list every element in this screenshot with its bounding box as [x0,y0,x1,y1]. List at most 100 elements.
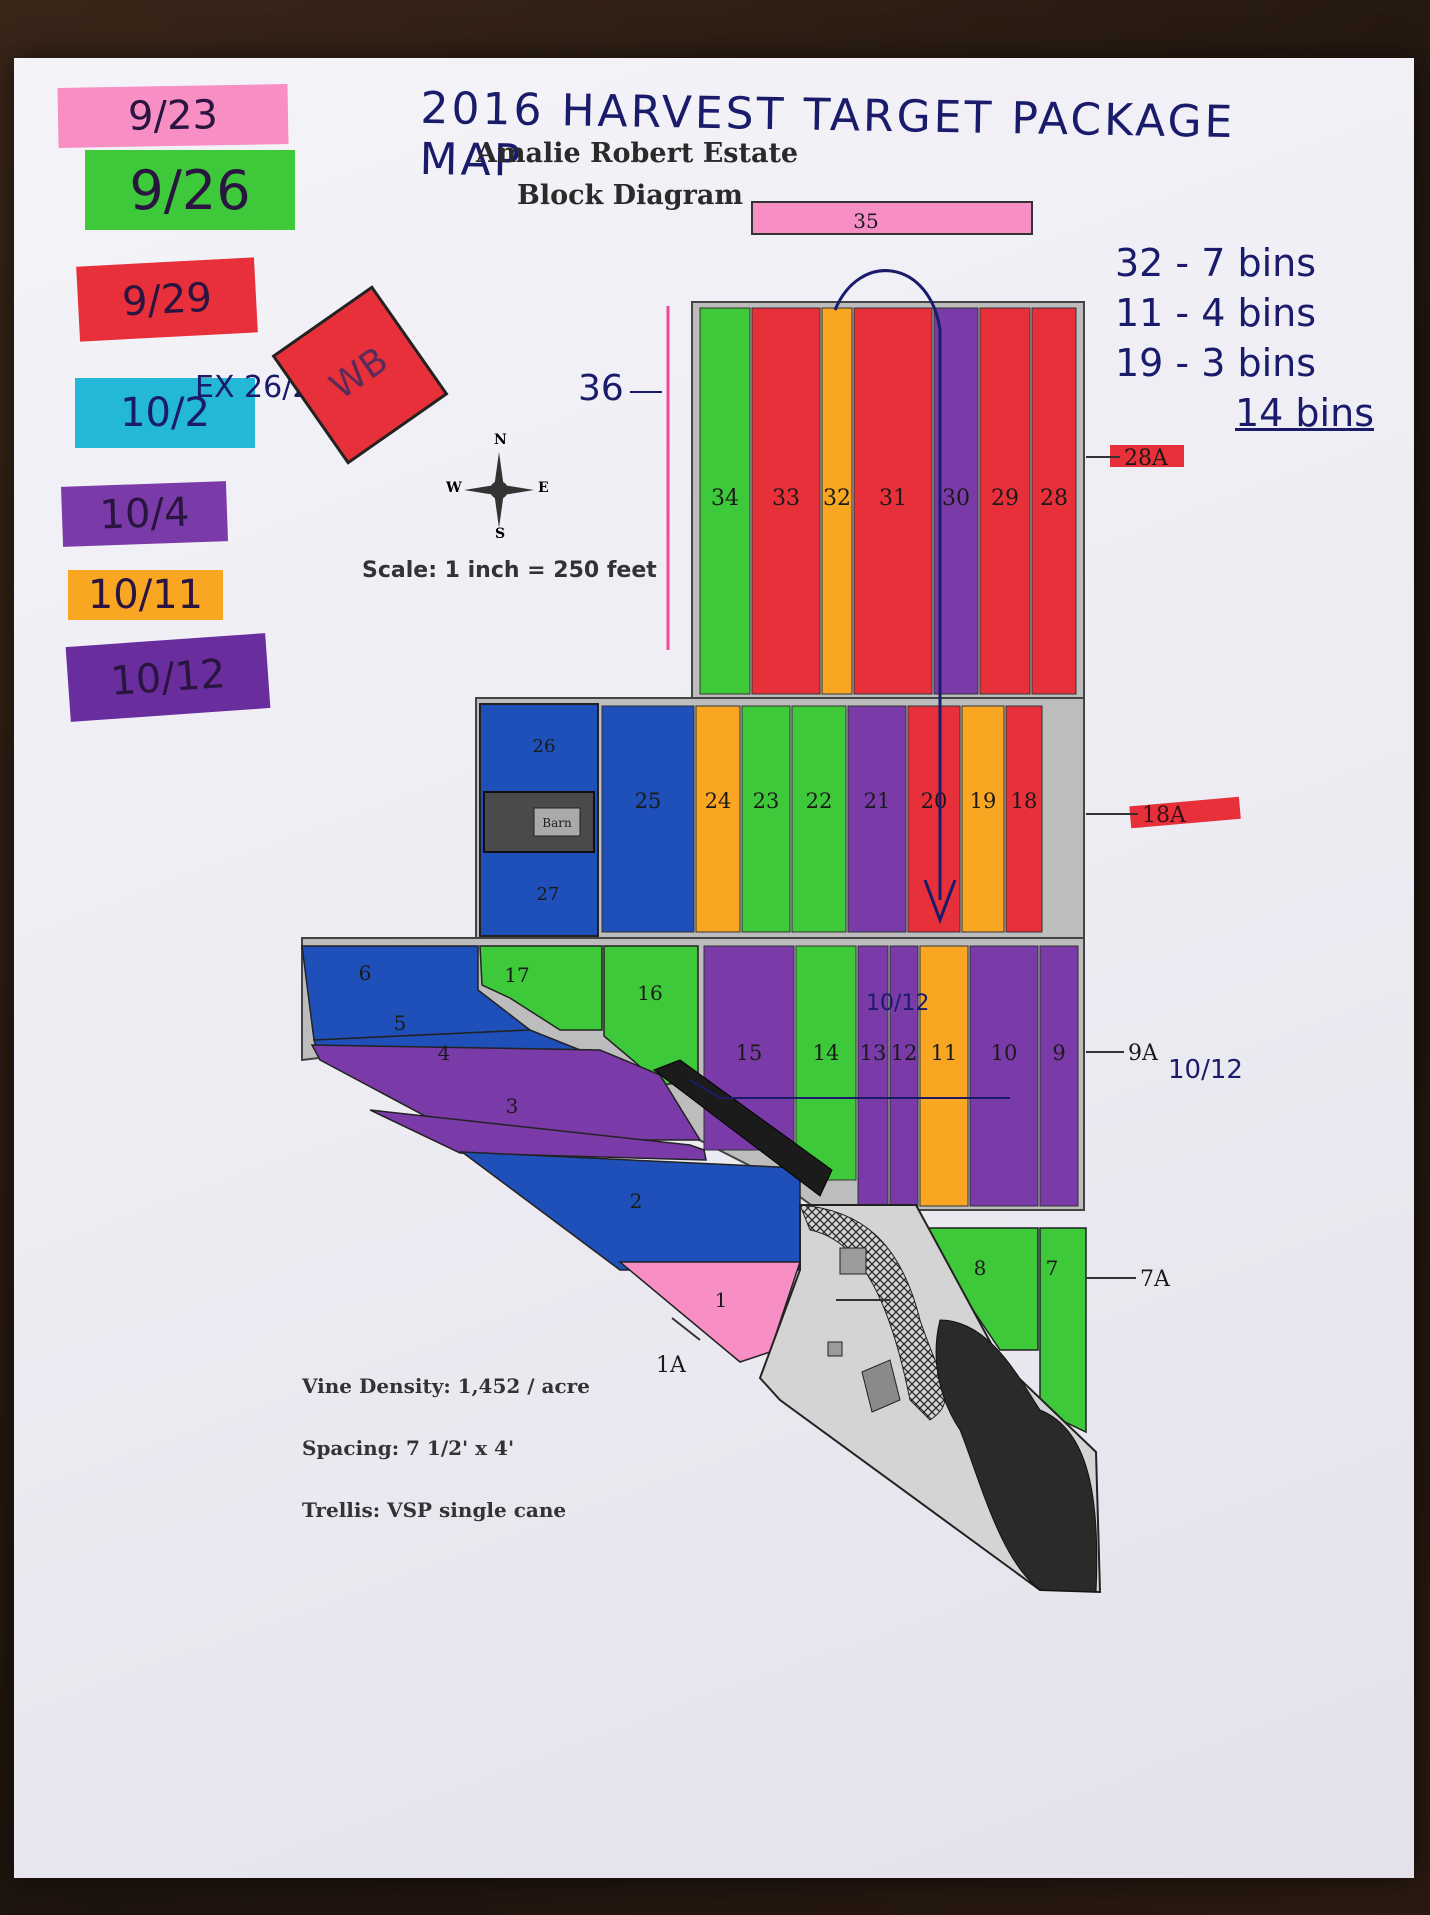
callout-1a-label: 1A [656,1353,687,1378]
block-22 [791,705,847,933]
block-20 [907,705,961,933]
block-label-21: 21 [864,789,891,813]
block-3 [369,1109,707,1161]
block-34 [699,307,751,695]
block-4 [310,1044,702,1141]
callout-28a-mark [1110,445,1184,467]
block-label-13: 13 [860,1041,887,1065]
route-arrow [833,269,942,900]
block-19 [961,705,1005,933]
block-label-14: 14 [813,1041,840,1065]
compass-n: N [494,432,507,448]
block-12 [889,945,919,1207]
block-label-32: 32 [823,486,851,511]
note-density: Vine Density: 1,452 / acre [302,1374,590,1398]
block-9 [1039,945,1079,1207]
block-21 [847,705,907,933]
block-24 [695,705,741,933]
block-label-35: 35 [853,209,878,233]
block-label-34: 34 [711,486,739,511]
block-14 [795,945,857,1181]
block-label-6: 6 [359,961,372,985]
block-31 [853,307,933,695]
block-label-12: 12 [891,1041,918,1065]
printed-title: Amalie Robert Estate [476,138,799,169]
block-label-2: 2 [630,1189,643,1213]
callout-7a-label: 7A [1140,1267,1171,1292]
block-label-27: 27 [537,884,560,905]
block-label-18: 18 [1011,789,1038,813]
compass-w: W [446,480,462,496]
block-label-26: 26 [533,736,556,757]
block-35 [751,201,1033,235]
barn-label: Barn [542,816,572,830]
block-29 [979,307,1031,695]
block-33 [751,307,821,695]
callout-9a-label: 9A [1128,1041,1159,1066]
bin-tally-total: 14 bins [1235,391,1374,435]
block-label-5: 5 [394,1011,407,1035]
annotation-arrow [689,1079,1010,1099]
block-label-22: 22 [806,789,833,813]
block-label-15: 15 [736,1041,763,1065]
building-1 [839,1247,867,1275]
bin-tally-line: 32 - 7 bins [1115,241,1317,285]
legend-label: 10/11 [87,572,204,618]
legend-swatch-6: 10/11 [68,570,223,620]
block-label-31: 31 [879,486,907,511]
block-label-9: 9 [1052,1041,1065,1065]
block-label-1: 1 [715,1288,728,1312]
scale-text: Scale: 1 inch = 250 feet [362,558,657,583]
block-label-29: 29 [991,486,1019,511]
block-label-10: 10 [991,1041,1018,1065]
dark-woods [935,1319,1098,1593]
block-6 [301,945,533,1041]
note-trellis: Trellis: VSP single cane [302,1498,567,1522]
block-label-19: 19 [970,789,997,813]
block-label-16: 16 [637,981,662,1005]
bin-tally: 32 - 7 bins 11 - 4 bins 19 - 3 bins 14 b… [1115,238,1374,438]
callout-36-label: 36 [578,368,624,409]
callout-18a-label: 18A [1142,803,1187,828]
building-2 [827,1341,843,1357]
bin-tally-line: 19 - 3 bins [1115,341,1317,385]
block-11 [919,945,969,1207]
callout-13-hand: 10/12 [866,991,929,1016]
block-label-30: 30 [942,486,970,511]
building-3 [861,1359,901,1413]
block-label-20: 20 [921,789,948,813]
block-18 [1005,705,1043,933]
block-label-25: 25 [635,789,662,813]
bin-tally-line: 11 - 4 bins [1115,291,1317,335]
compass-s: S [495,526,506,542]
block-25 [601,705,695,933]
callout-9a-hand: 10/12 [1168,1055,1243,1085]
compass-icon [464,452,534,528]
block-label-28: 28 [1040,486,1068,511]
callout-18a-mark [1129,796,1241,829]
compass-rose: N S W E [446,432,549,542]
printed-subtitle: Block Diagram [517,180,743,211]
block-wb: WB [271,285,449,465]
barn-icon [533,807,581,837]
block-wb-fill [271,285,449,465]
compass-e: E [538,480,549,496]
legend-swatch-4: 10/2 EX 26/27 [75,370,331,448]
block-label-24: 24 [705,789,732,813]
legend-label: 10/2 [120,390,210,436]
block-label-33: 33 [772,486,800,511]
note-spacing: Spacing: 7 1/2' x 4' [302,1436,515,1460]
block-label-8: 8 [974,1256,987,1280]
block-7 [1039,1227,1087,1434]
block-label-11: 11 [931,1041,958,1065]
legend-swatch-2: 9/26 [85,150,295,230]
block-label-4: 4 [438,1041,451,1065]
block-label-17: 17 [504,963,529,987]
block-23 [741,705,791,933]
block-17 [479,945,603,1031]
route-arrow-head [923,879,957,925]
block-label-23: 23 [753,789,780,813]
block-28 [1031,307,1077,695]
